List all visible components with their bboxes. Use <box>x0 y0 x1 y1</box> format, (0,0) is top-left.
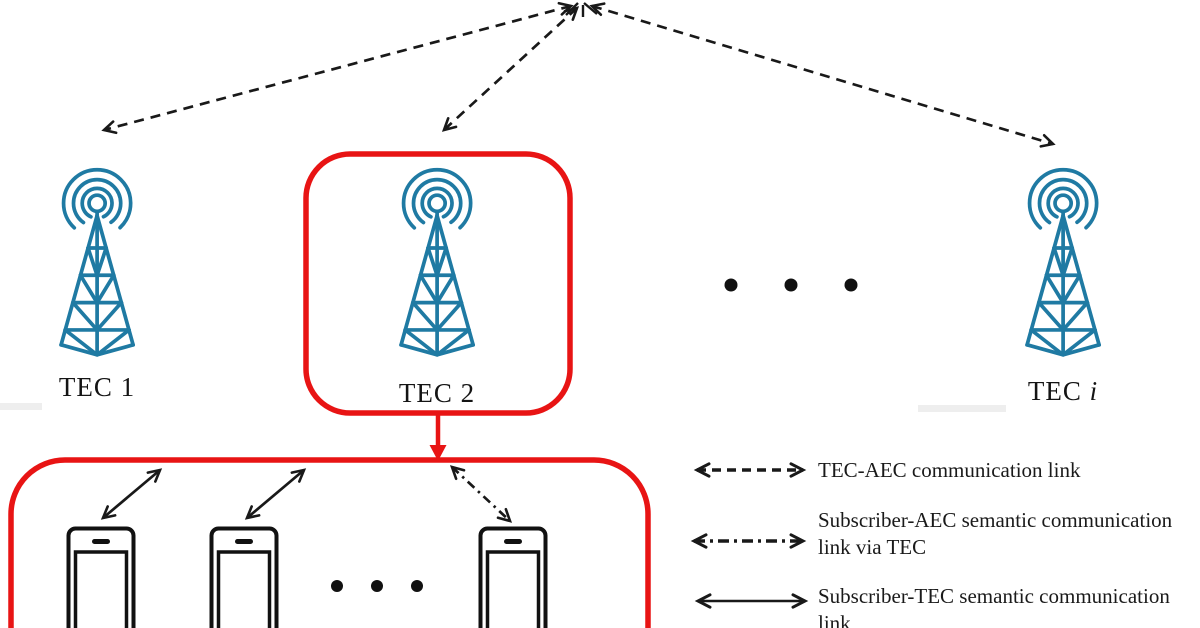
tec-aec-link-arrows <box>101 1 1056 148</box>
legend-item-subscriber-tec: Subscriber-TEC semantic communication li… <box>818 583 1170 628</box>
tec-aec-link-teci <box>589 2 1056 148</box>
legend-item-subscriber-tec-line1: Subscriber-TEC semantic communication <box>818 584 1170 608</box>
subscriber-aec-link <box>449 465 513 523</box>
teci-label-variable: i <box>1089 376 1099 406</box>
watermark-smudge-left <box>0 403 42 410</box>
tec2-label: TEC 2 <box>398 378 476 408</box>
legend-item-subscriber-tec-line2: link <box>818 610 851 628</box>
subscriber-tec-link-1 <box>100 468 163 520</box>
subscriber-phone-1-icon <box>66 526 136 628</box>
tower-tec1-icon <box>59 167 135 357</box>
phone-ellipsis-dots <box>331 580 423 592</box>
legend-item-tec-aec-line1: TEC-AEC communication link <box>818 458 1081 482</box>
legend-item-tec-aec: TEC-AEC communication link <box>818 457 1080 484</box>
legend-item-subscriber-aec-line1: Subscriber-AEC semantic communication <box>818 508 1173 532</box>
tec2-to-subscribers-arrow <box>429 414 447 461</box>
watermark-smudge-right <box>918 405 1006 412</box>
tec-aec-link-tec2 <box>441 6 580 132</box>
subscriber-phone-3-icon <box>478 526 548 628</box>
legend-item-subscriber-aec: Subscriber-AEC semantic communication li… <box>818 507 1172 560</box>
subscriber-tec-link-2 <box>244 468 307 520</box>
subscriber-group-box <box>8 457 651 628</box>
tower-ellipsis-dots <box>724 278 858 292</box>
aec-convergence-cluster <box>565 2 598 17</box>
tec2-highlight-box <box>303 151 573 416</box>
teci-label-prefix: TEC <box>1027 376 1090 406</box>
tower-teci-icon <box>1025 167 1101 357</box>
legend-item-subscriber-aec-line2: link via TEC <box>818 534 927 559</box>
teci-label: TEC i <box>1003 376 1123 407</box>
tower-tec2-icon <box>399 167 475 357</box>
subscriber-phone-2-icon <box>209 526 279 628</box>
legend-key-arrows <box>690 462 809 609</box>
tec1-label: TEC 1 <box>58 372 136 402</box>
tec-aec-link-tec1 <box>101 1 574 135</box>
subscriber-tec-arrows <box>100 468 307 520</box>
